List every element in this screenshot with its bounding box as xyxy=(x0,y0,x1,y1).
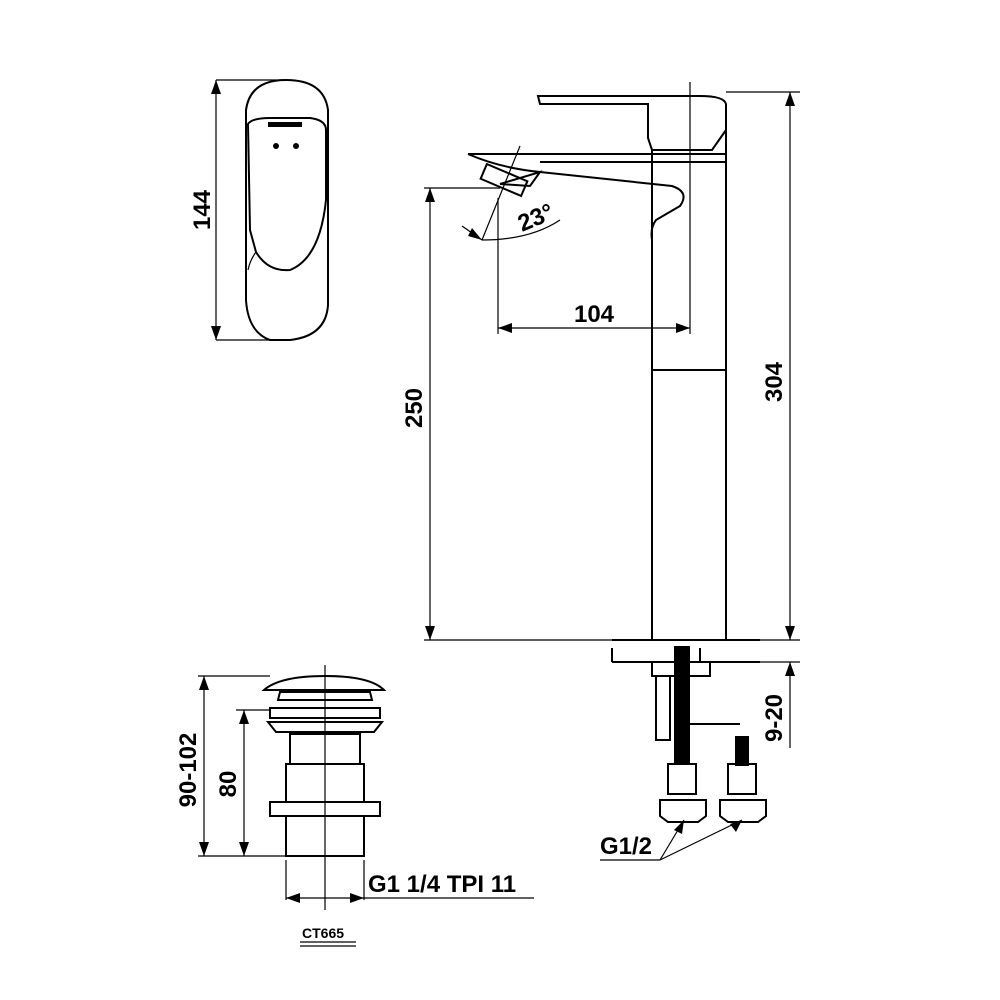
spout-reach-dimension: 104 xyxy=(497,82,691,334)
handle-height-label: 144 xyxy=(189,189,216,230)
model-code: CT665 xyxy=(300,925,356,947)
spout-height-label: 250 xyxy=(401,388,428,428)
waste-total-dimension: 90-102 xyxy=(175,675,286,857)
waste-thread-dimension: G1 1/4 TPI 11 xyxy=(286,871,534,903)
waste-body-dimension: 80 xyxy=(215,709,270,856)
spout-angle-dimension: 23° xyxy=(461,145,561,241)
handle-height-dimension: 144 xyxy=(189,79,282,341)
handle-front-view xyxy=(245,78,329,341)
thread-range-label: 9-20 xyxy=(761,694,788,742)
waste-body-label: 80 xyxy=(215,771,242,798)
spout-reach-label: 104 xyxy=(574,301,615,328)
model-code-label: CT665 xyxy=(302,925,344,941)
thread-range-dimension: 9-20 xyxy=(760,661,800,748)
waste-drain-view xyxy=(261,665,387,910)
waste-thread-label: G1 1/4 TPI 11 xyxy=(368,871,516,898)
spout-angle-label: 23° xyxy=(514,199,558,238)
faucet-side-view xyxy=(467,95,760,663)
total-height-dimension: 304 xyxy=(726,91,800,641)
waste-total-label: 90-102 xyxy=(175,733,202,808)
hose-assembly xyxy=(651,646,767,823)
total-height-label: 304 xyxy=(761,361,788,402)
hose-thread-label: G1/2 xyxy=(600,833,652,860)
spout-height-dimension: 250 xyxy=(401,187,612,641)
hose-thread-callout: G1/2 xyxy=(600,819,743,861)
